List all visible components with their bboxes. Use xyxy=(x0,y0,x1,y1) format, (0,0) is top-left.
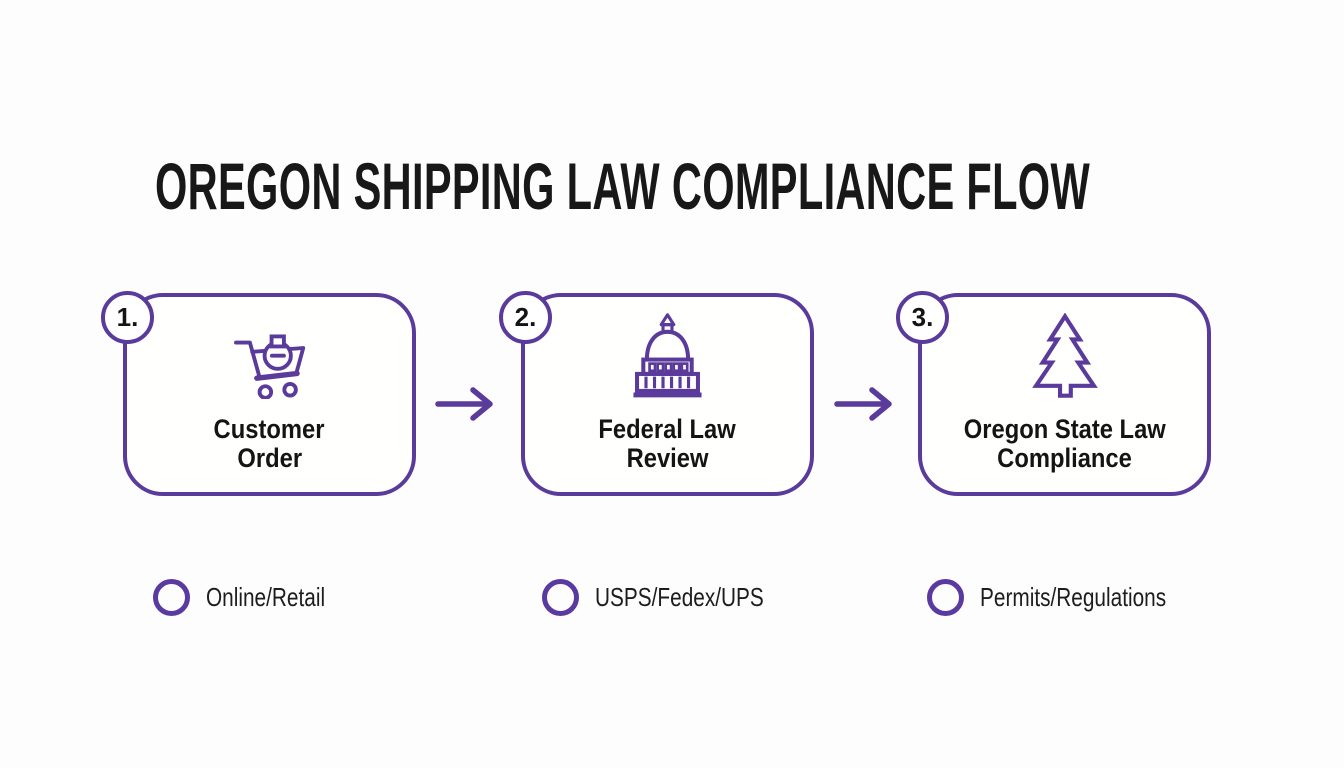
right-arrow-icon xyxy=(833,382,897,426)
step-label-line1: Customer xyxy=(214,414,325,444)
legend-item-carriers: USPS/Fedex/UPS xyxy=(542,578,806,616)
step-label-line2: Review xyxy=(626,443,709,473)
shopping-cart-icon xyxy=(231,313,309,399)
legend-item-permits-regulations: Permits/Regulations xyxy=(927,578,1213,616)
right-arrow-icon xyxy=(434,382,498,426)
page-title: OREGON SHIPPING LAW COMPLIANCE FLOW xyxy=(155,153,1344,219)
circle-bullet-icon xyxy=(542,578,579,616)
circle-bullet-icon xyxy=(153,578,190,616)
step-label: Oregon State Law Compliance xyxy=(950,415,1180,473)
step-number-badge: 1. xyxy=(101,291,154,344)
legend-label-text: Online/Retail xyxy=(206,581,326,612)
step-label: Federal Law Review xyxy=(589,415,745,473)
step-box-oregon-state-law-compliance: 3. Oregon State Law Compliance xyxy=(896,291,1211,496)
step-label-line1: Federal Law xyxy=(598,414,737,444)
step-number: 3. xyxy=(911,302,934,332)
legend-item-online-retail: Online/Retail xyxy=(153,578,355,616)
step-number: 1. xyxy=(116,302,139,332)
circle-bullet-icon xyxy=(927,578,964,616)
legend-label-text: Permits/Regulations xyxy=(980,581,1167,612)
legend-label-text: USPS/Fedex/UPS xyxy=(595,581,764,612)
page-title-text: OREGON SHIPPING LAW COMPLIANCE FLOW xyxy=(155,149,1091,223)
legend-label: Online/Retail xyxy=(206,582,355,613)
step-label-line1: Oregon State Law xyxy=(963,414,1166,444)
step-number: 2. xyxy=(514,302,537,332)
step-box-customer-order: 1. Customer Order xyxy=(101,291,416,496)
step-label-line2: Compliance xyxy=(997,443,1132,473)
step-number-badge: 3. xyxy=(896,291,949,344)
step-label: Customer Order xyxy=(206,415,332,473)
step-number-badge: 2. xyxy=(499,291,552,344)
pine-tree-icon xyxy=(1030,313,1100,399)
capitol-building-icon xyxy=(628,313,707,399)
step-box-federal-law-review: 2. Federal Law Review xyxy=(499,291,814,496)
legend-label: USPS/Fedex/UPS xyxy=(595,582,806,613)
legend-label: Permits/Regulations xyxy=(980,582,1213,613)
step-label-line2: Order xyxy=(237,443,302,473)
